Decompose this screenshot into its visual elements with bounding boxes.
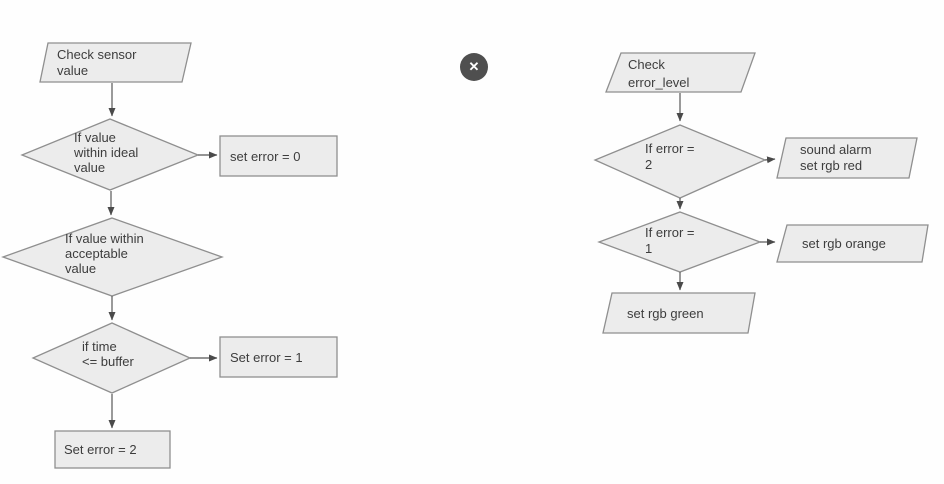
label-line-2: set rgb red (800, 158, 863, 173)
label-line-2: value (57, 63, 89, 78)
label-set-error-0: set error = 0 (230, 148, 301, 164)
label-line-1: If error = (645, 225, 695, 240)
label-line-1: If error = (645, 141, 695, 156)
label-line-1: if time (82, 339, 117, 354)
label-line-2: error_level (628, 75, 690, 90)
label-line-3: value (65, 261, 97, 276)
label-line-1: Check (628, 57, 665, 72)
label-decision-error-1: If error = 1 (645, 225, 695, 257)
label-line-1: sound alarm (800, 142, 872, 157)
shape-start-check-sensor (39, 42, 192, 83)
shape-set-error-2 (54, 430, 171, 469)
label-decision-ideal: If value within ideal value (74, 130, 138, 175)
label-check-error-level: Check error_level (628, 56, 689, 92)
label-line-2: <= buffer (82, 354, 134, 369)
shape-set-error-1 (219, 336, 338, 378)
label-set-rgb-green: set rgb green (627, 305, 704, 321)
label-line-1: Check sensor (57, 47, 137, 62)
shape-set-rgb-orange (776, 224, 929, 263)
label-line-2: within ideal (74, 145, 139, 160)
label-line-2: 2 (645, 157, 653, 172)
label-sound-alarm: sound alarm set rgb red (800, 142, 872, 174)
label-line-2: 1 (645, 241, 653, 256)
arrow-error-2-to-alarm (764, 156, 776, 164)
close-button[interactable]: ✕ (460, 53, 488, 81)
shape-set-rgb-green (602, 292, 756, 334)
shape-decision-ideal (20, 118, 200, 191)
label-decision-error-2: If error = 2 (645, 141, 695, 173)
label-set-rgb-orange: set rgb orange (802, 236, 886, 251)
close-icon: ✕ (468, 59, 480, 74)
shape-set-error-0 (219, 135, 338, 177)
label-line-2: acceptable (65, 246, 128, 261)
shape-start-check-error-level (605, 52, 756, 93)
shape-decision-time (31, 322, 192, 394)
label-line-1: If value within (65, 231, 144, 246)
shape-sound-alarm (776, 137, 918, 179)
label-check-sensor: Check sensor value (57, 47, 136, 79)
left-flowchart (1, 42, 338, 469)
label-decision-acceptable: If value within acceptable value (65, 231, 144, 276)
label-decision-time: if time <= buffer (82, 339, 134, 369)
label-set-error-2: Set error = 2 (64, 442, 137, 457)
right-flowchart (593, 52, 929, 334)
label-line-1: If value (74, 130, 116, 145)
label-line-3: value (74, 160, 106, 175)
label-set-error-1: Set error = 1 (230, 349, 303, 365)
